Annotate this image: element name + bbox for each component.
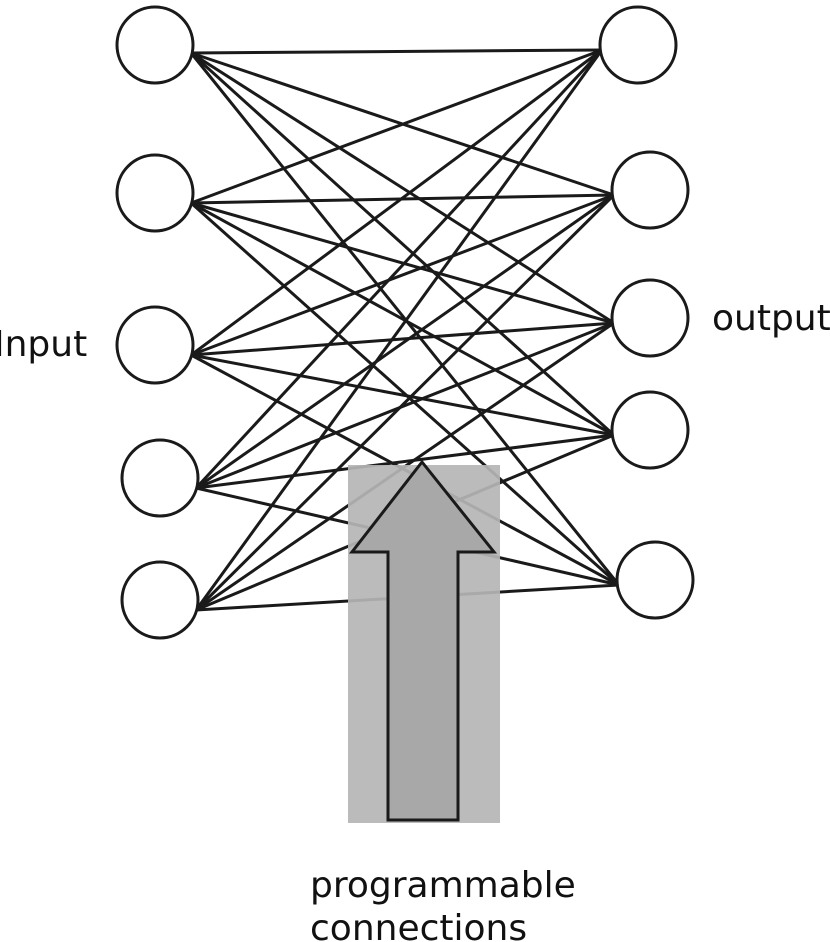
edge-in3-out3 xyxy=(190,321,615,357)
edge-in4-out2 xyxy=(195,193,615,490)
programmable-label: programmable xyxy=(310,865,576,906)
edge-in2-out4 xyxy=(190,201,615,437)
edge-in1-out3 xyxy=(190,51,615,325)
edge-in2-out3 xyxy=(190,201,615,325)
edge-in5-out1 xyxy=(194,49,604,611)
input-node-2 xyxy=(115,153,195,233)
input-nodes xyxy=(115,5,200,640)
output-nodes xyxy=(598,5,695,620)
input-node-3 xyxy=(115,305,195,385)
output-label: output xyxy=(712,298,830,339)
edge-in5-out2 xyxy=(195,193,615,612)
up-arrow-icon xyxy=(348,459,498,822)
output-node-5 xyxy=(615,540,695,620)
edge-in4-out1 xyxy=(194,48,604,490)
output-node-3 xyxy=(610,278,690,358)
edge-in1-out4 xyxy=(190,51,615,437)
input-node-1 xyxy=(115,5,195,85)
input-node-4 xyxy=(120,438,200,518)
edge-in4-out4 xyxy=(195,433,615,490)
output-node-4 xyxy=(610,390,690,470)
edge-in2-out1 xyxy=(190,48,603,205)
connections-label: connections xyxy=(310,908,527,942)
edge-in1-out1 xyxy=(191,48,602,55)
edge-in3-out4 xyxy=(190,353,615,437)
edge-in4-out3 xyxy=(195,321,615,490)
input-node-5 xyxy=(120,560,200,640)
output-node-2 xyxy=(610,150,690,230)
edge-in3-out1 xyxy=(190,48,603,357)
output-node-1 xyxy=(598,5,678,85)
input-label: Input xyxy=(0,324,87,365)
edge-in3-out2 xyxy=(190,193,615,357)
